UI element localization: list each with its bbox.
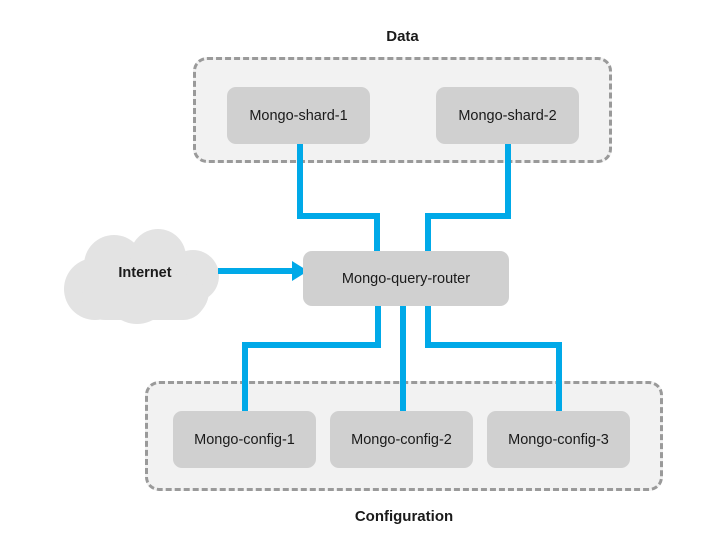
node-mongo-shard-1-label: Mongo-shard-1 <box>249 107 348 124</box>
node-mongo-config-2[interactable]: Mongo-config-2 <box>330 411 473 468</box>
internet-cloud-shape <box>64 229 219 324</box>
connector-router-to-config1 <box>242 306 381 411</box>
node-mongo-config-3[interactable]: Mongo-config-3 <box>487 411 630 468</box>
group-configuration-label: Configuration <box>354 508 454 525</box>
node-mongo-config-1-label: Mongo-config-1 <box>194 431 295 448</box>
internet-label: Internet <box>118 265 172 281</box>
node-mongo-shard-2[interactable]: Mongo-shard-2 <box>436 87 579 144</box>
node-mongo-shard-2-label: Mongo-shard-2 <box>458 107 557 124</box>
node-mongo-shard-1[interactable]: Mongo-shard-1 <box>227 87 370 144</box>
node-mongo-config-3-label: Mongo-config-3 <box>508 431 609 448</box>
group-data-label: Data <box>386 28 419 45</box>
connector-router-to-config3 <box>425 306 562 411</box>
connector-shard1-to-router <box>297 144 380 251</box>
connector-shard2-to-router <box>425 144 511 251</box>
node-mongo-config-1[interactable]: Mongo-config-1 <box>173 411 316 468</box>
node-mongo-query-router[interactable]: Mongo-query-router <box>303 251 509 306</box>
node-mongo-config-2-label: Mongo-config-2 <box>351 431 452 448</box>
arrow-head-internet-to-router <box>292 261 308 281</box>
node-mongo-query-router-label: Mongo-query-router <box>341 270 471 287</box>
